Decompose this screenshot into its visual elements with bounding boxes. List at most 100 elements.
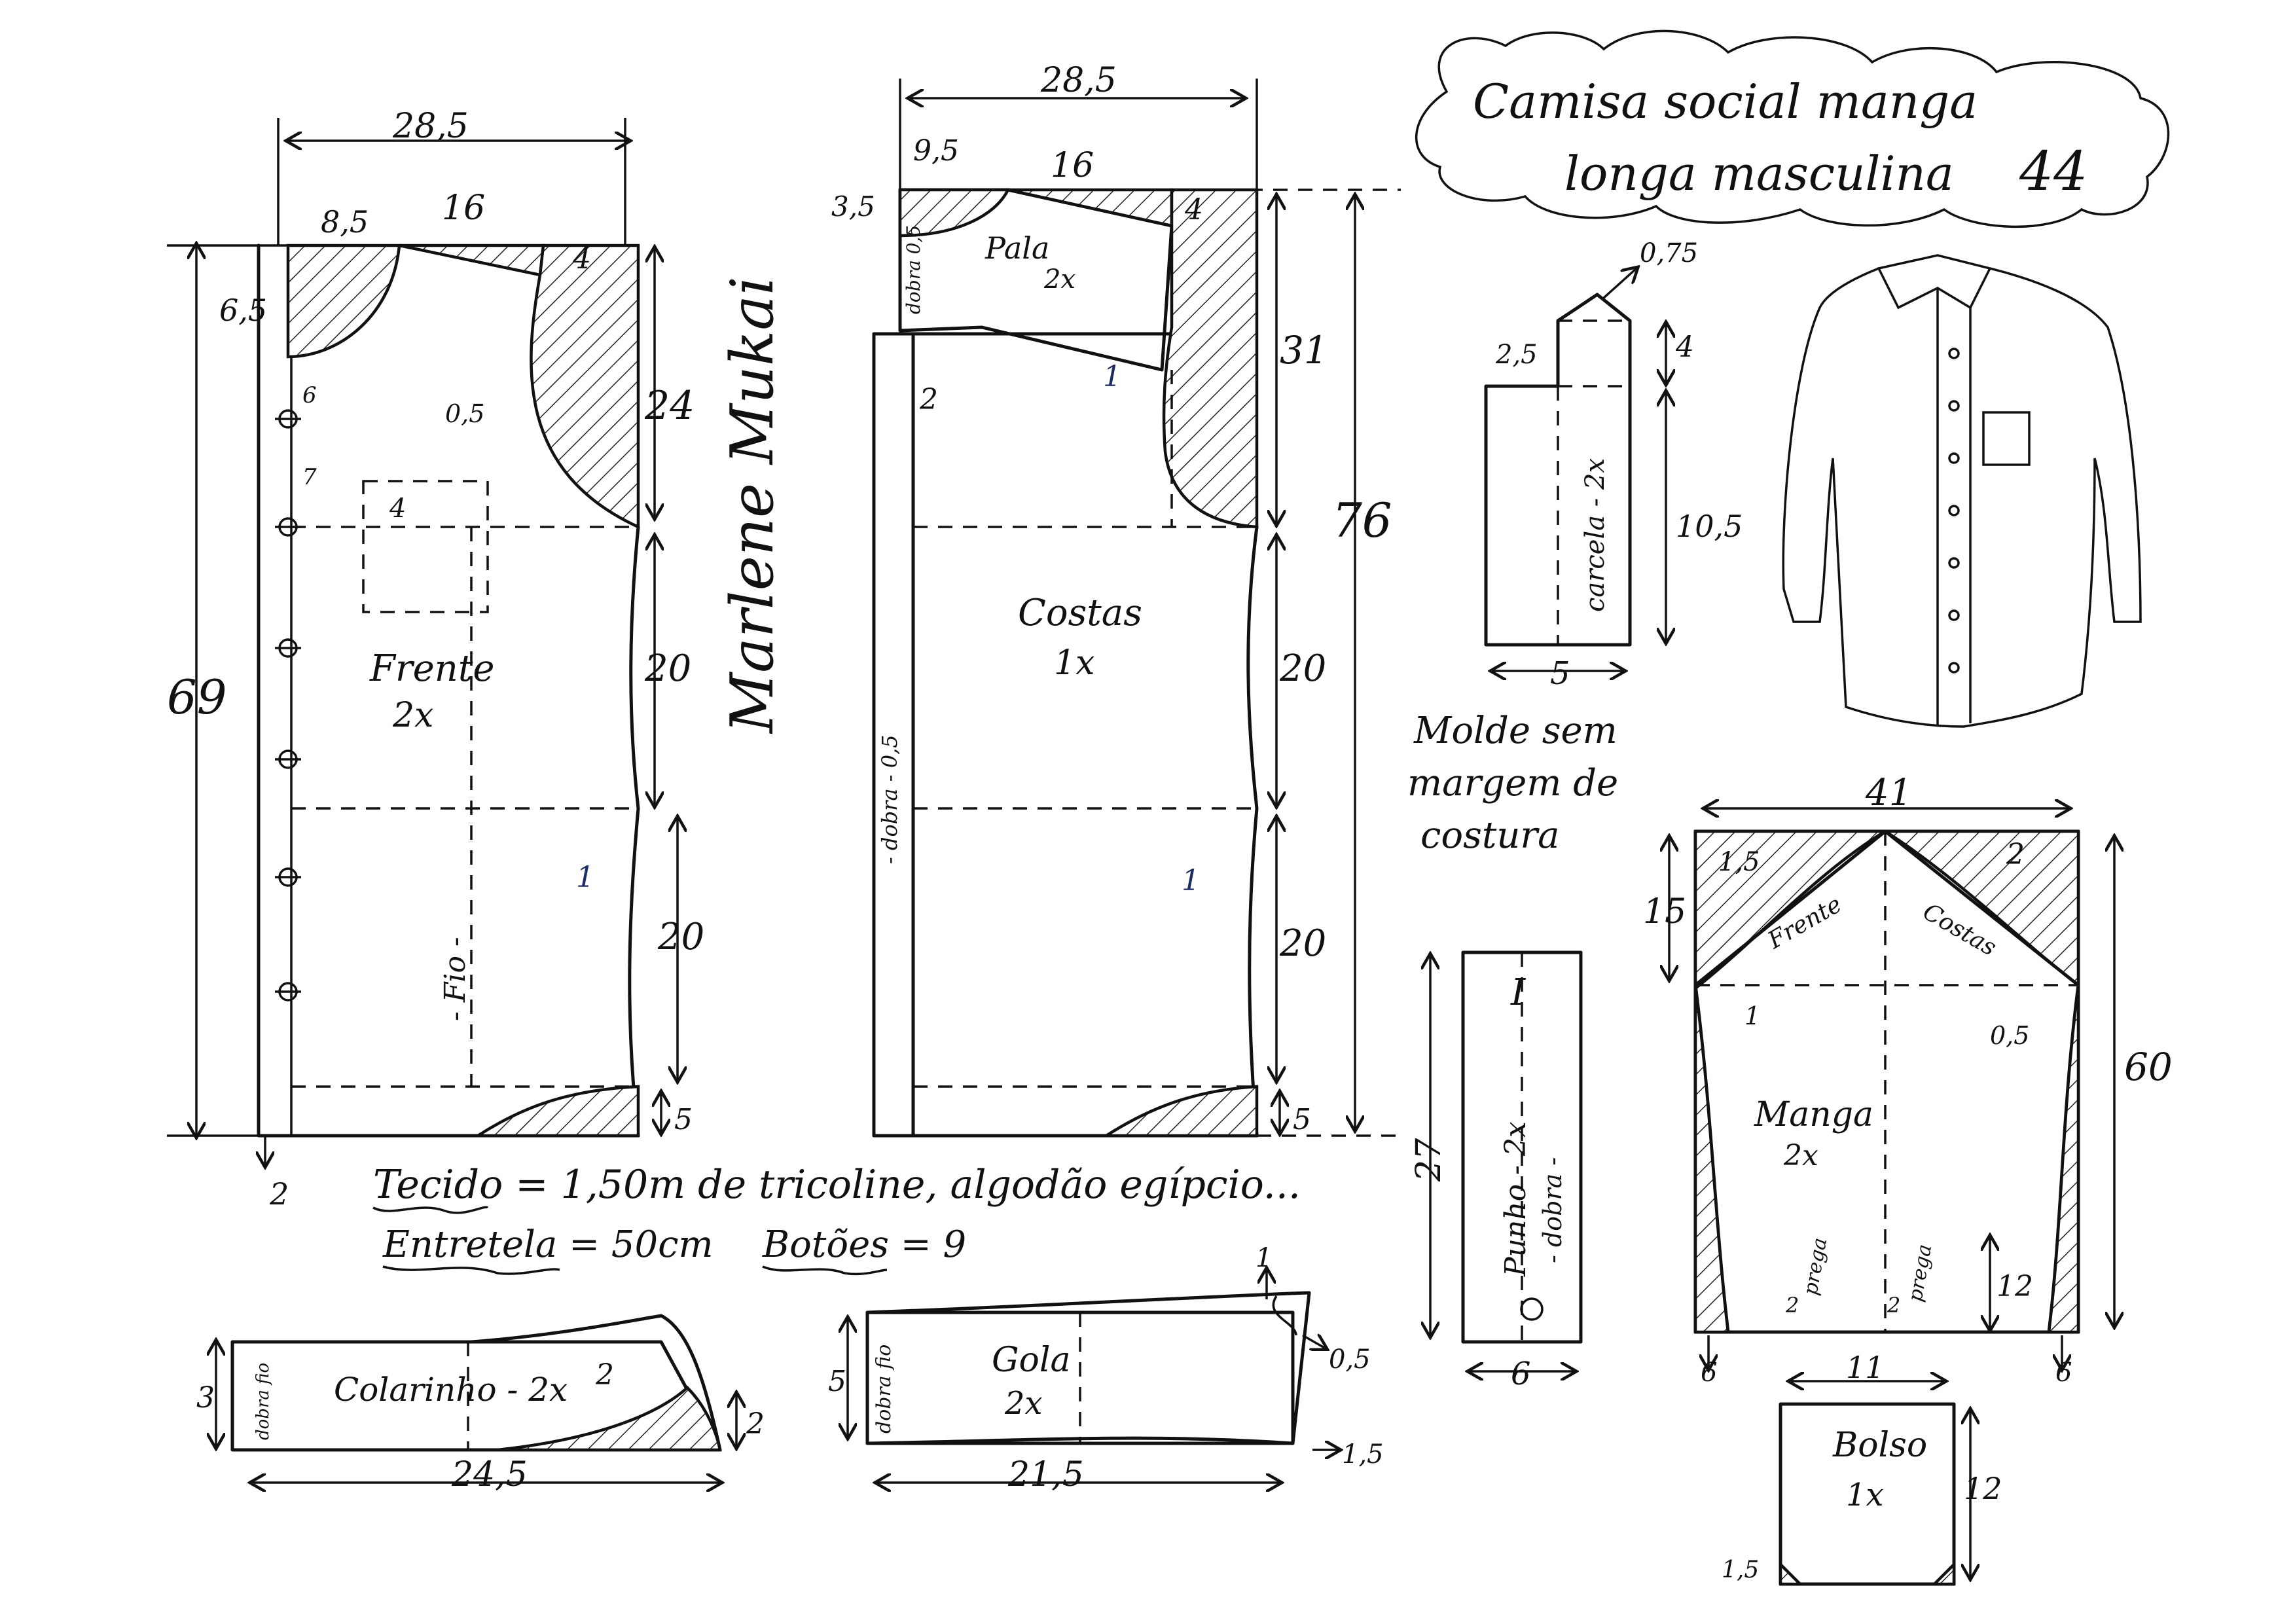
back-shoulder: 16: [1051, 146, 1094, 185]
back-shoulder-drop: 4: [1184, 193, 1203, 226]
yoke-neck-hatch: [898, 188, 1011, 238]
yoke-qty: 2x: [1043, 264, 1075, 295]
collar-band-fold: dobra fio: [253, 1363, 273, 1440]
back-waist: 1: [1182, 864, 1200, 897]
sleeve-front-curve: 1,5: [1718, 847, 1760, 877]
front-shoulder-drop: 4: [572, 242, 591, 276]
sleeve-qty: 2x: [1783, 1139, 1818, 1172]
signature: Marlene Mukai: [718, 276, 787, 734]
pocket-name: Bolso: [1832, 1426, 1927, 1465]
back-height: 76: [1332, 493, 1392, 548]
back-width: 28,5: [1040, 61, 1117, 100]
sleeve-cap: 15: [1643, 892, 1686, 931]
note-line1: Molde sem: [1413, 710, 1617, 752]
front-pocket-outline: [362, 480, 489, 613]
cuff-height: 27: [1409, 1138, 1449, 1182]
back-mid: 20: [1279, 647, 1326, 690]
collar-point: 0,5: [1329, 1344, 1371, 1375]
materials-fabric: Tecido = 1,50m de tricoline, algodão egí…: [373, 1162, 1301, 1208]
placket-width: 5: [1550, 655, 1570, 692]
collar-drop: 1,5: [1342, 1439, 1384, 1470]
placket-tip: 4: [1675, 331, 1694, 364]
front-btn-gap: 7: [302, 464, 317, 490]
cuff-width: 6: [1511, 1356, 1531, 1392]
front-height: 69: [167, 670, 227, 725]
materials-buttons: Botões = 9: [762, 1223, 966, 1266]
pocket-width: 11: [1846, 1350, 1885, 1385]
back-qty: 1x: [1054, 643, 1094, 683]
yoke-side-drop: 1: [1103, 360, 1121, 393]
placket-name: carcela - 2x: [1580, 458, 1610, 612]
title-line2: longa masculina: [1564, 146, 1954, 201]
pocket-qty: 1x: [1846, 1477, 1884, 1513]
front-lower: 20: [657, 916, 704, 958]
front-name: Frente: [369, 647, 494, 690]
front-width: 28,5: [392, 107, 469, 146]
title-size: 44: [2019, 141, 2087, 203]
front-neck-width: 8,5: [321, 204, 369, 240]
back-name: Costas: [1018, 592, 1142, 634]
back-hem: 5: [1293, 1103, 1311, 1136]
back-neck-width: 9,5: [913, 134, 959, 168]
sleeve-slit: 12: [1997, 1270, 2033, 1303]
sleeve-length: 60: [2124, 1045, 2173, 1089]
pocket-piece: Bolso 1x 11 12 1,5: [1722, 1350, 2002, 1586]
sleeve-name: Manga: [1754, 1095, 1873, 1134]
sleeve-side-left: 6: [1701, 1358, 1717, 1388]
front-buttons: [275, 409, 301, 1001]
collar-fold: dobra fio: [873, 1344, 895, 1434]
sleeve-width: 41: [1865, 772, 1912, 814]
front-qty: 2x: [392, 696, 433, 735]
pocket-height: 12: [1964, 1471, 2002, 1506]
collar-band-rise: 2: [746, 1407, 765, 1441]
yoke-name: Pala: [985, 230, 1049, 266]
yoke-piece: Pala 2x dobra 0,5 3,5 1 1: [831, 188, 1223, 393]
shirt-illustration: [1782, 254, 2142, 728]
front-mid: 20: [644, 647, 691, 690]
note-line3: costura: [1420, 814, 1560, 857]
front-btn-first: 6: [302, 382, 317, 408]
placket-piece: carcela - 2x 5 2,5 0,75 4 10,5: [1484, 238, 1743, 692]
back-lower: 20: [1279, 922, 1326, 965]
note-line2: margem de: [1407, 762, 1618, 804]
back-armhole-depth: 31: [1280, 328, 1328, 372]
title-cloud: Camisa social manga longa masculina 44: [1415, 29, 2170, 228]
sleeve-pleat-w2: 2: [1887, 1293, 1900, 1318]
sleeve-back-drop: 0,5: [1990, 1021, 2029, 1050]
back-ext: 2: [919, 383, 938, 416]
collar-rise: 1: [1256, 1243, 1272, 1273]
front-waist: 1: [576, 861, 594, 894]
sleeve-piece: 41 15 60 1,5 2 1 0,5 Frente Costas Manga…: [1643, 772, 2173, 1388]
collar-length: 21,5: [1007, 1455, 1084, 1494]
materials: Tecido = 1,50m de tricoline, algodão egí…: [372, 1162, 1301, 1276]
cuff-fold: - dobra -: [1538, 1157, 1567, 1263]
sleeve-front-drop: 1: [1744, 1001, 1760, 1030]
materials-interfacing: Entretela = 50cm: [382, 1223, 714, 1266]
sleeve-back-curve: 2: [2006, 838, 2025, 871]
cuff-piece: I Punho - 2x - dobra - 27 6: [1409, 950, 1583, 1392]
back-piece: 28,5 9,5 16 4 31 76 20 20 5 1 2 Costas 1…: [872, 61, 1401, 1138]
front-shoulder: 16: [442, 189, 485, 228]
collar-band-curve: 2: [595, 1358, 614, 1392]
collar-band-length: 24,5: [451, 1455, 528, 1494]
collar-band-height: 3: [196, 1381, 215, 1415]
sleeve-side-right: 6: [2055, 1358, 2072, 1388]
collar-height: 5: [828, 1365, 846, 1398]
back-fold: - dobra - 0,5: [877, 734, 902, 864]
front-armhole-depth: 24: [644, 383, 695, 429]
collar-band-name: Colarinho - 2x: [334, 1371, 568, 1409]
front-pocket-depth: 4: [389, 494, 406, 524]
collar-name: Gola: [992, 1341, 1070, 1380]
cuff-name: Punho - 2x: [1499, 1121, 1532, 1277]
yoke-fold: dobra 0,5: [903, 225, 924, 314]
placket-point: 0,75: [1640, 238, 1698, 268]
back-armhole-hatch: [1162, 188, 1259, 529]
sleeve-pleat-2: prega: [1904, 1242, 1936, 1303]
front-hem: 5: [674, 1103, 693, 1136]
front-armhole-hatch: [530, 244, 640, 530]
collar-qty: 2x: [1004, 1385, 1043, 1422]
front-neck-hatch: [286, 244, 401, 359]
placket-top: 2,5: [1495, 340, 1538, 370]
front-neck-depth: 6,5: [219, 293, 267, 328]
